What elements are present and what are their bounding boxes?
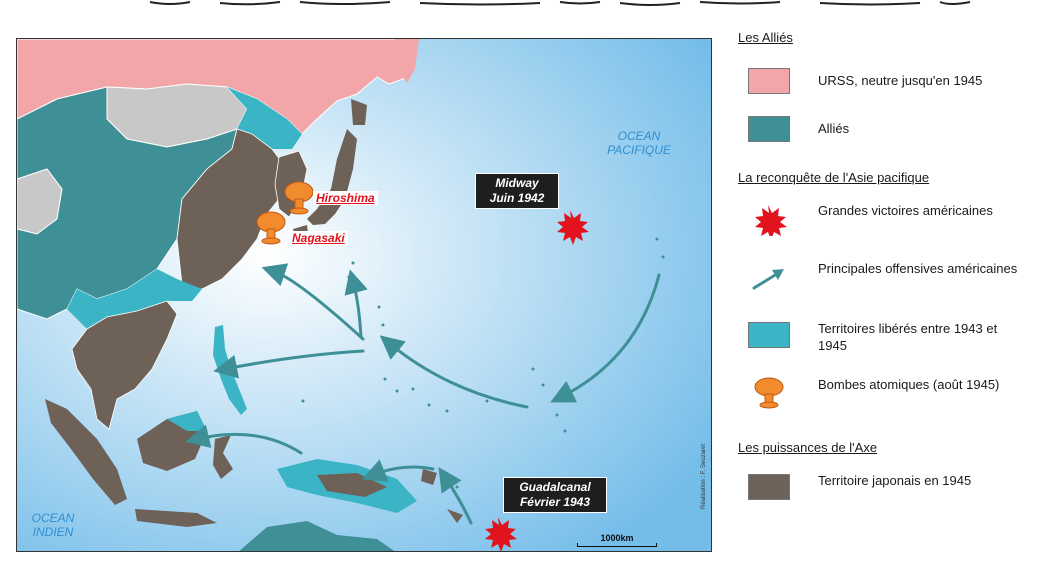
city-label-hiroshima: Hiroshima	[313, 191, 378, 205]
explosion-icon-midway	[557, 210, 589, 245]
territory-liberated-south-china	[67, 269, 202, 329]
legend-text-japan: Territoire japonais en 1945	[818, 473, 972, 488]
territory-kamchatka	[395, 39, 419, 83]
bomb-icon-nagasaki	[256, 211, 286, 245]
scale-bar: 1000km	[577, 533, 657, 547]
arrow-icon	[752, 269, 784, 290]
legend-swatch-allies	[748, 116, 790, 142]
legend-text-ussr: URSS, neutre jusqu'en 1945	[818, 73, 983, 88]
legend-swatch-ussr	[748, 68, 790, 94]
ocean-label-indian: OCEAN INDIEN	[31, 511, 75, 539]
territory-japan-indochina	[71, 300, 178, 430]
legend-item-allies: Alliés	[738, 116, 1028, 156]
city-label-nagasaki: Nagasaki	[289, 231, 348, 245]
legend-item-offensives: Principales offensives américaines	[738, 260, 1028, 300]
arrow-offensive-north	[344, 269, 368, 339]
ocean-label-pacific: OCEAN PACIFIQUE	[607, 129, 671, 157]
legend-item-liberated: Territoires libérés entre 1943 et 1945	[738, 320, 1028, 360]
territory-japan-islands-east	[421, 469, 463, 523]
legend-text-liberated: Territoires libérés entre 1943 et 1945	[818, 321, 998, 353]
battle-label-guadalcanal: Guadalcanal Février 1943	[503, 477, 607, 513]
territory-japan-sumatra	[45, 399, 127, 505]
map: OCEAN PACIFIQUE OCEAN INDIEN Midway Juin…	[16, 38, 712, 552]
cut-handwriting	[149, 1, 971, 6]
arrow-offensive-guadalcanal-1	[361, 459, 435, 482]
legend-title-reconquest: La reconquête de l'Asie pacifique	[738, 170, 930, 185]
scale-bar-line	[577, 543, 657, 547]
territory-japan-hokkaido	[351, 99, 367, 125]
explosion-icon	[755, 205, 787, 236]
legend-text-bombs: Bombes atomiques (août 1945)	[818, 377, 1000, 392]
legend-item-victories: Grandes victoires américaines	[738, 202, 1028, 242]
offensive-arrows	[185, 263, 661, 525]
legend-swatch-japan	[748, 474, 790, 500]
territory-japan-java	[135, 509, 217, 527]
arrow-offensive-midway	[550, 273, 661, 403]
arrow-offensive-central	[379, 335, 529, 409]
arrow-offensive-west	[261, 263, 365, 341]
legend-text-offensives: Principales offensives américaines	[818, 261, 1018, 276]
arrow-offensive-guadalcanal-2	[438, 467, 473, 525]
legend-title-allies: Les Alliés	[738, 30, 793, 45]
atomic-bomb-icon	[754, 377, 784, 409]
explosion-icon-guadalcanal	[485, 517, 517, 551]
arrow-offensive-new-guinea	[185, 424, 303, 455]
arrow-offensive-philippines	[213, 349, 365, 379]
battle-label-midway: Midway Juin 1942	[475, 173, 559, 209]
map-credit: Réalisation : F. Seuzaret	[701, 443, 707, 509]
map-svg	[17, 39, 711, 551]
legend-swatch-liberated	[748, 322, 790, 348]
legend-item-bombs: Bombes atomiques (août 1945)	[738, 376, 1028, 416]
legend-item-ussr: URSS, neutre jusqu'en 1945	[738, 68, 1028, 108]
legend-item-japan: Territoire japonais en 1945	[738, 472, 1028, 512]
territory-liberated-manchuria	[227, 87, 302, 149]
territory-japan-sulawesi	[213, 435, 233, 479]
legend-text-victories: Grandes victoires américaines	[818, 203, 993, 218]
territory-japan-islands	[307, 129, 357, 225]
scale-label: 1000km	[600, 533, 634, 543]
territory-allies-australia	[239, 521, 395, 551]
legend-text-allies: Alliés	[818, 121, 850, 136]
bomb-icon-hiroshima	[284, 181, 314, 215]
legend-title-axis: Les puissances de l'Axe	[738, 440, 878, 455]
